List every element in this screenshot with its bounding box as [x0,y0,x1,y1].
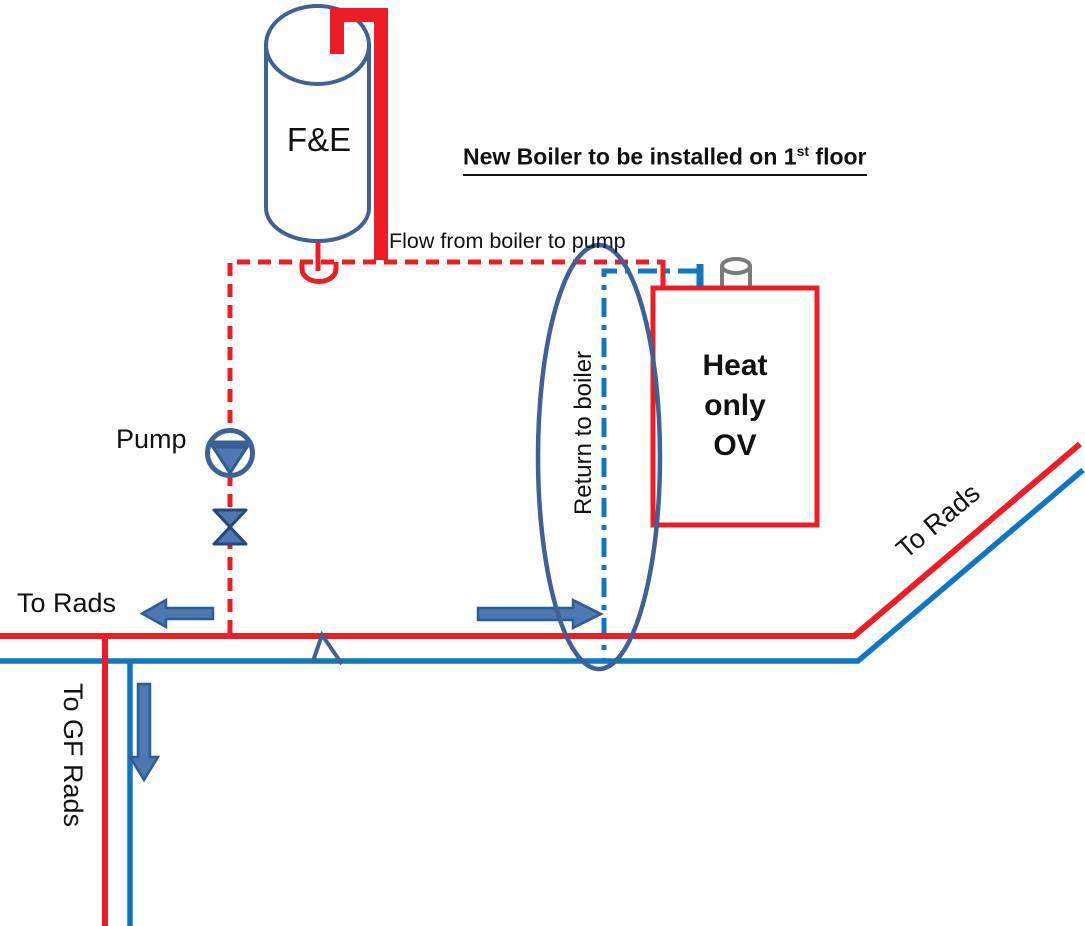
feed-cup [299,262,339,284]
return-pipe-dashdot [601,268,697,660]
title-prefix: New Boiler to be installed on 1 [463,143,797,170]
pipe-junction-mark [311,630,344,666]
fe-tank-label: F&E [286,121,352,158]
pump-label: Pump [116,424,187,454]
flue-top [720,257,752,275]
pump-symbol [205,428,255,478]
flow-right-arrow-icon [476,597,604,631]
return-highlight-ellipse [535,242,663,672]
boiler-label: Heat only OV [655,346,815,466]
boiler-box [650,285,820,528]
title-superscript: st [796,143,810,159]
fe-tank [264,4,371,243]
return-to-boiler-label: Return to boiler [570,350,597,516]
title-suffix: floor [809,143,867,170]
tank-feed-pipe [299,242,339,284]
to-gf-rads-label: To GF Rads [58,682,88,828]
valve-bowtie [212,508,248,546]
boiler-flue [720,257,752,290]
fe-tank-body [264,43,371,243]
flow-pipe-dashed [227,259,663,633]
to-rads-left-arrow-icon [139,597,215,630]
gf-down-arrow-icon [127,682,161,783]
boiler-label-line3: OV [713,429,757,462]
to-rads-left-label: To Rads [17,588,117,618]
boiler-label-line1: Heat [702,349,768,382]
main-blue-pipe [0,467,1085,664]
main-red-pipe [0,441,1082,639]
diagram-title: New Boiler to be installed on 1st floor [463,143,867,176]
return-pipe [601,264,704,660]
boiler-label-line2: only [704,389,766,422]
valve-symbol [212,508,248,546]
vent-pipe [330,8,388,260]
flow-label: Flow from boiler to pump [389,229,626,253]
